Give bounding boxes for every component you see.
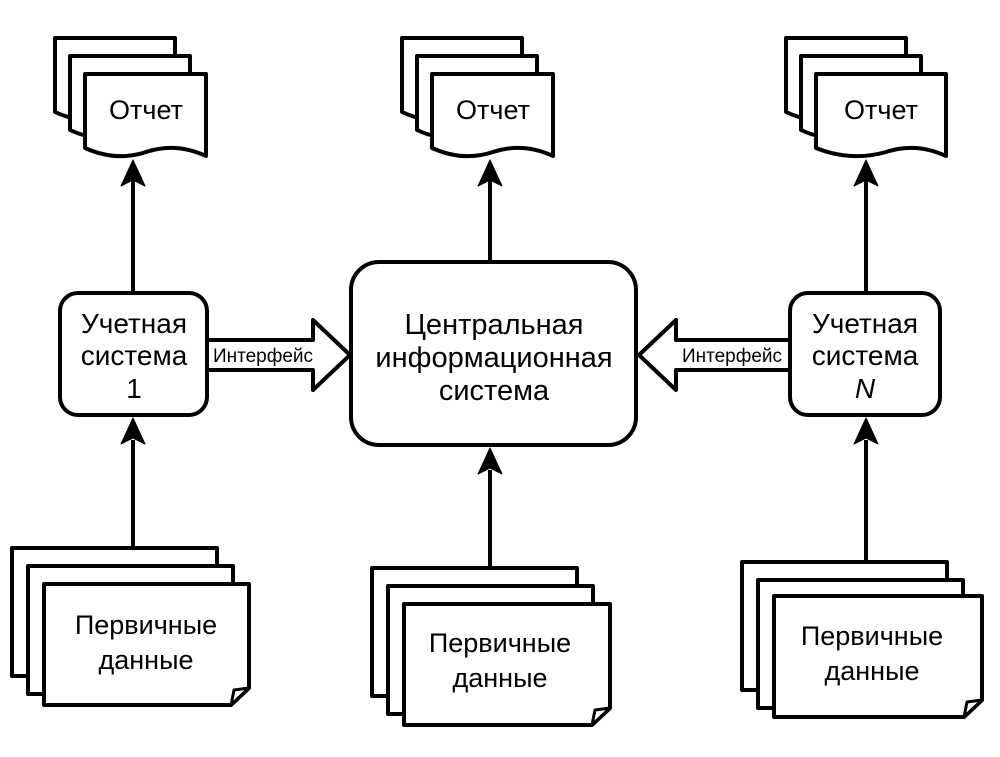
primary-data-stack-right: Первичные данные	[740, 560, 984, 719]
interface-arrow-right: Интерфейс	[637, 318, 792, 392]
interface-label: Интерфейс	[213, 346, 313, 367]
system-label-line3: 1	[126, 373, 142, 404]
interface-label: Интерфейс	[682, 346, 782, 367]
central-label-line1: Центральная	[404, 309, 583, 341]
primary-data-stack-left: Первичные данные	[10, 546, 251, 707]
central-label-line2: информационная	[375, 342, 612, 374]
account-system-n: Учетная система N	[788, 291, 942, 417]
arrow-systemn-to-report	[853, 159, 879, 293]
system-label-line3: N	[855, 373, 876, 404]
interface-arrow-left: Интерфейс	[205, 318, 352, 392]
account-system-1: Учетная система 1	[58, 291, 209, 417]
system-label-line1: Учетная	[812, 308, 918, 339]
system-label-line2: система	[81, 340, 188, 371]
report-label: Отчет	[109, 95, 183, 125]
system-label-line1: Учетная	[81, 308, 187, 339]
report-stack-center: Отчет	[400, 36, 555, 159]
arrow-data-to-central	[477, 447, 503, 568]
report-stack-right: Отчет	[784, 36, 948, 159]
primary-data-stack-center: Первичные данные	[370, 566, 612, 727]
central-information-system: Центральная информационная система	[349, 260, 638, 447]
report-label: Отчет	[844, 95, 918, 125]
arrow-central-to-report	[477, 159, 503, 262]
arrow-data-to-systemn	[853, 417, 879, 562]
arrow-data-to-system1	[120, 417, 146, 548]
report-label: Отчет	[456, 95, 530, 125]
primary-data-label-line1: Первичные	[801, 621, 943, 651]
system-label-line2: система	[812, 340, 919, 371]
primary-data-label-line2: данные	[824, 656, 919, 686]
primary-data-label-line2: данные	[98, 645, 193, 675]
report-stack-left: Отчет	[53, 36, 208, 159]
primary-data-label-line2: данные	[452, 663, 547, 693]
primary-data-label-line1: Первичные	[75, 610, 217, 640]
central-label-line3: система	[439, 375, 550, 407]
primary-data-label-line1: Первичные	[429, 628, 571, 658]
arrow-system1-to-report	[120, 159, 146, 293]
